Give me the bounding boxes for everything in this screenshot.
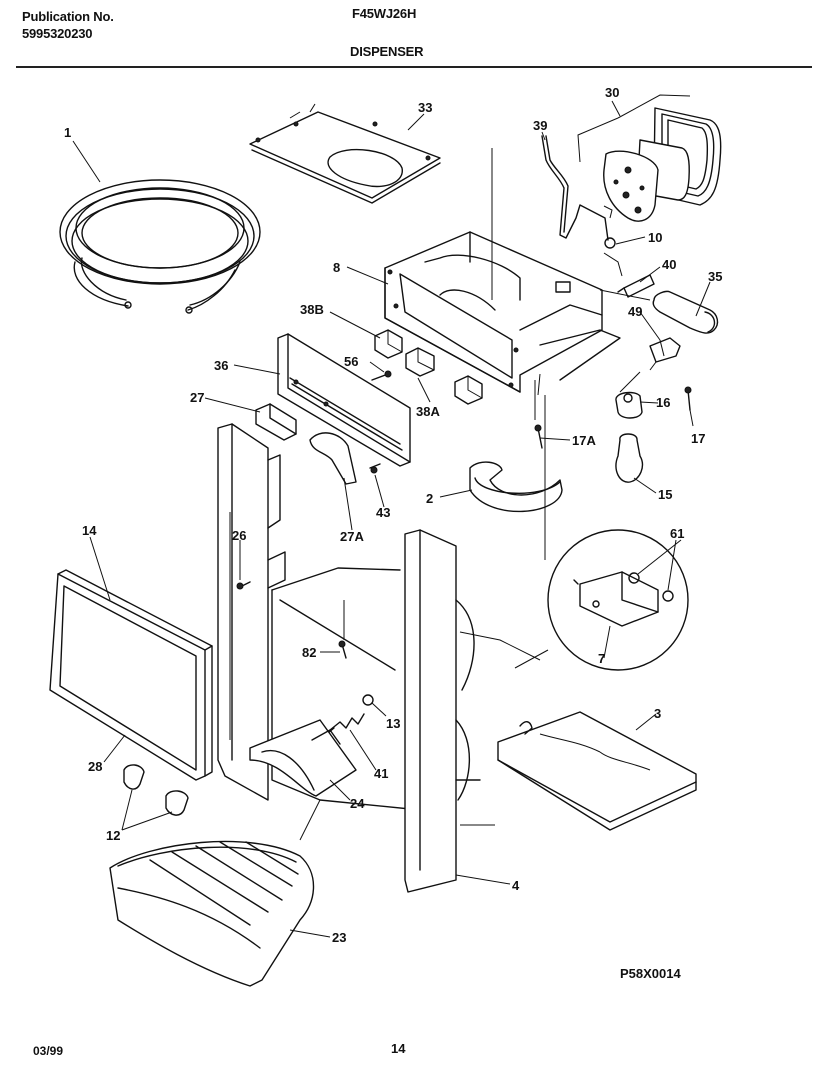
part-lamp-socket-assembly (603, 237, 719, 371)
callout-leaders (72, 100, 711, 938)
part-bulb-and-hardware (469, 386, 692, 513)
callout-28: 28 (88, 759, 102, 774)
page-number: 14 (391, 1041, 406, 1056)
callout-36: 36 (214, 358, 228, 373)
callout-17: 17 (691, 431, 705, 446)
callout-82: 82 (302, 645, 316, 660)
part-microswitches (371, 329, 483, 405)
callout-10: 10 (648, 230, 662, 245)
callout-8: 8 (333, 260, 340, 275)
callout-2: 2 (426, 491, 433, 506)
callout-26: 26 (232, 528, 246, 543)
callout-7: 7 (598, 651, 605, 666)
publication-number: 5995320230 (22, 26, 93, 41)
callout-27: 27 (190, 390, 204, 405)
callout-4: 4 (512, 878, 520, 893)
callout-15: 15 (658, 487, 672, 502)
model-number: F45WJ26H (352, 6, 417, 21)
callout-24: 24 (350, 796, 365, 811)
part-lamp-housing (577, 94, 722, 222)
callout-38b: 38B (300, 302, 324, 317)
callout-49: 49 (628, 304, 642, 319)
part-tubing-coil (59, 179, 261, 314)
callout-labels: 1 33 30 39 10 8 40 35 38B 49 56 36 27 38… (64, 85, 722, 945)
callout-30: 30 (605, 85, 619, 100)
callout-39: 39 (533, 118, 547, 133)
header-rule (16, 66, 812, 68)
callout-14: 14 (82, 523, 97, 538)
callout-1: 1 (64, 125, 71, 140)
callout-43: 43 (376, 505, 390, 520)
callout-23: 23 (332, 930, 346, 945)
callout-3: 3 (654, 706, 661, 721)
part-drip-tray (109, 840, 315, 987)
part-top-plate (249, 103, 441, 204)
part-bracket-lever (255, 403, 381, 485)
diagram-code: P58X0014 (620, 966, 681, 981)
part-front-panel (404, 529, 481, 893)
part-control-board (497, 711, 697, 831)
publication-label: Publication No. (22, 9, 114, 24)
part-actuator-wire (541, 135, 613, 241)
callout-17a: 17A (572, 433, 596, 448)
publication-date: 03/99 (33, 1044, 64, 1058)
section-title: DISPENSER (350, 44, 424, 59)
assembly-guide-lines (229, 148, 651, 841)
part-actuator-paddle (123, 694, 374, 816)
callout-38a: 38A (416, 404, 440, 419)
callout-27a: 27A (340, 529, 364, 544)
callout-13: 13 (386, 716, 400, 731)
callout-33: 33 (418, 100, 432, 115)
part-dispenser-panel (277, 333, 411, 467)
callout-12: 12 (106, 828, 120, 843)
callout-61: 61 (670, 526, 684, 541)
callout-41: 41 (374, 766, 388, 781)
callout-56: 56 (344, 354, 358, 369)
part-detail-switch (514, 529, 689, 671)
callout-35: 35 (708, 269, 722, 284)
callout-16: 16 (656, 395, 670, 410)
callout-40: 40 (662, 257, 676, 272)
part-dispenser-door (49, 569, 213, 781)
